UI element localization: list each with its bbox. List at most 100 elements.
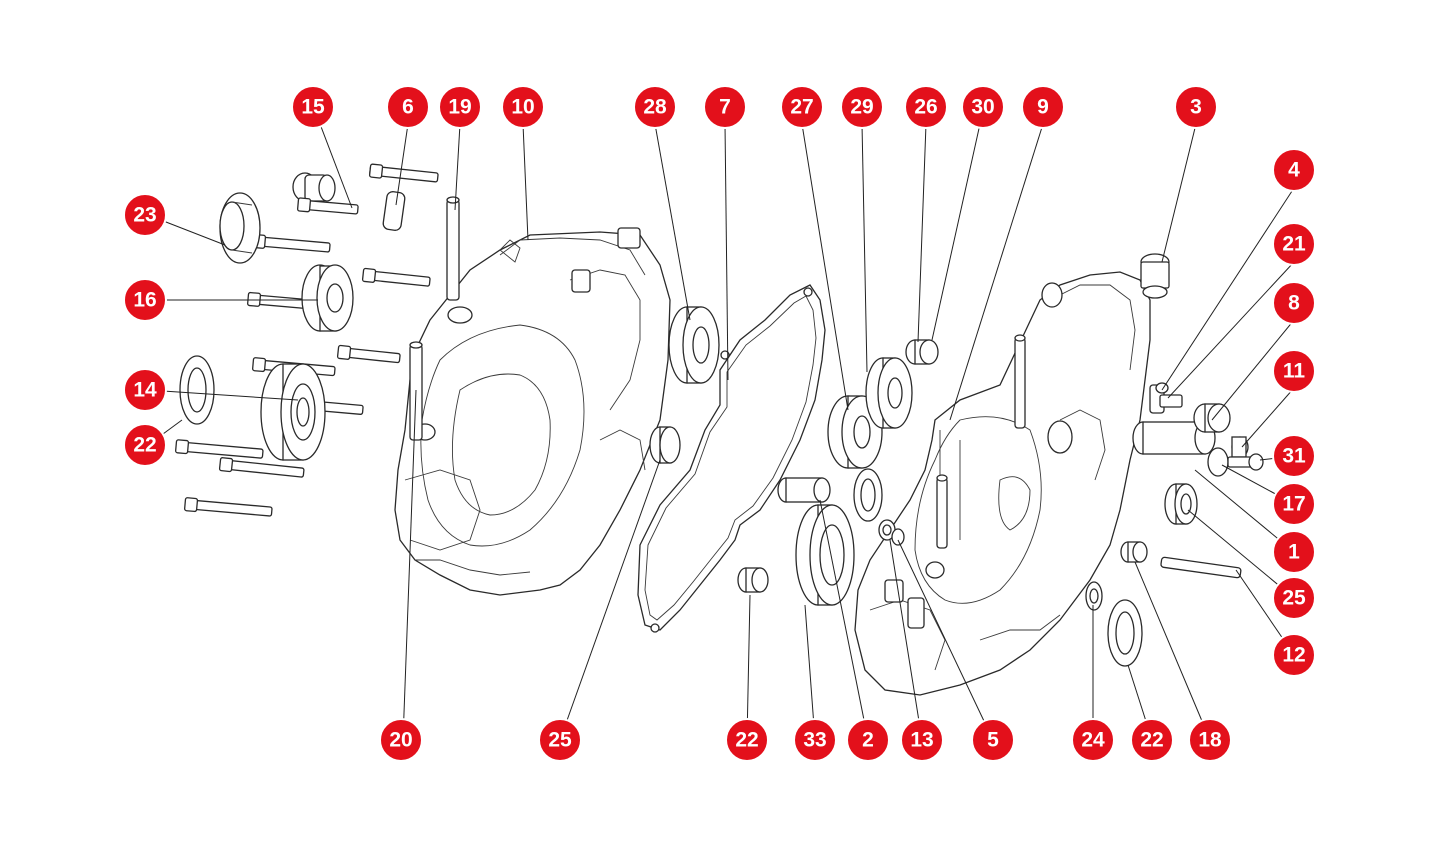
right-studs bbox=[936, 334, 1026, 549]
bearing-24 bbox=[1085, 581, 1103, 611]
callout-29: 29 bbox=[840, 85, 884, 129]
callout-3: 3 bbox=[1174, 85, 1218, 129]
svg-text:33: 33 bbox=[803, 729, 826, 752]
bearing-28 bbox=[668, 306, 720, 384]
svg-text:2: 2 bbox=[862, 729, 874, 752]
left-bolts bbox=[175, 163, 439, 517]
clip-13 bbox=[878, 519, 896, 541]
bushing-25-middle bbox=[649, 426, 681, 464]
callout-18: 18 bbox=[1188, 718, 1232, 762]
callout-10: 10 bbox=[501, 85, 545, 129]
callout-33: 33 bbox=[793, 718, 837, 762]
svg-text:23: 23 bbox=[133, 204, 156, 227]
svg-text:4: 4 bbox=[1288, 159, 1300, 182]
callout-19: 19 bbox=[438, 85, 482, 129]
svg-text:6: 6 bbox=[402, 96, 414, 119]
rod-12 bbox=[1160, 556, 1242, 579]
callout-23: 23 bbox=[123, 193, 167, 237]
svg-text:24: 24 bbox=[1081, 729, 1105, 752]
callout-24: 24 bbox=[1071, 718, 1115, 762]
callout-22-right: 22 bbox=[1130, 718, 1174, 762]
callout-22-left: 22 bbox=[123, 423, 167, 467]
svg-text:27: 27 bbox=[790, 96, 813, 119]
callout-15: 15 bbox=[291, 85, 335, 129]
callout-4: 4 bbox=[1272, 148, 1316, 192]
part-8 bbox=[1193, 403, 1231, 433]
svg-text:26: 26 bbox=[914, 96, 937, 119]
callout-8: 8 bbox=[1272, 281, 1316, 325]
callout-31: 31 bbox=[1272, 434, 1316, 478]
svg-text:18: 18 bbox=[1198, 729, 1222, 752]
seal-23 bbox=[219, 192, 261, 264]
svg-text:15: 15 bbox=[301, 96, 325, 119]
svg-text:5: 5 bbox=[987, 729, 999, 752]
seal-mid bbox=[853, 468, 883, 522]
svg-text:12: 12 bbox=[1282, 644, 1305, 667]
bearing-29 bbox=[865, 357, 913, 429]
svg-text:14: 14 bbox=[133, 379, 157, 402]
callout-14: 14 bbox=[123, 368, 167, 412]
svg-text:13: 13 bbox=[910, 729, 933, 752]
svg-text:7: 7 bbox=[719, 96, 731, 119]
svg-text:9: 9 bbox=[1037, 96, 1049, 119]
callout-30: 30 bbox=[961, 85, 1005, 129]
right-crankcase-half bbox=[854, 271, 1151, 696]
callout-20: 20 bbox=[379, 718, 423, 762]
bolt-31 bbox=[1227, 453, 1264, 471]
seal-22-left bbox=[179, 355, 215, 425]
bushing-26 bbox=[905, 339, 939, 365]
svg-text:25: 25 bbox=[1282, 587, 1306, 610]
callout-25-right: 25 bbox=[1272, 576, 1316, 620]
svg-text:29: 29 bbox=[850, 96, 873, 119]
callout-16: 16 bbox=[123, 278, 167, 322]
sensor-4-21 bbox=[1149, 382, 1183, 414]
dowel-15 bbox=[292, 172, 359, 215]
callout-11: 11 bbox=[1272, 349, 1316, 393]
callout-5: 5 bbox=[971, 718, 1015, 762]
part-11 bbox=[1231, 436, 1249, 458]
svg-text:11: 11 bbox=[1283, 360, 1306, 383]
svg-text:10: 10 bbox=[511, 96, 534, 119]
bearing-14 bbox=[260, 363, 326, 461]
svg-text:20: 20 bbox=[389, 729, 412, 752]
svg-text:22: 22 bbox=[735, 729, 758, 752]
shaft-1 bbox=[1132, 421, 1216, 455]
callout-7: 7 bbox=[703, 85, 747, 129]
svg-text:17: 17 bbox=[1282, 493, 1305, 516]
callout-27: 27 bbox=[780, 85, 824, 129]
washer-5 bbox=[891, 528, 905, 546]
callout-22-bottom: 22 bbox=[725, 718, 769, 762]
part-17 bbox=[1207, 447, 1229, 477]
plug-3 bbox=[1140, 253, 1170, 299]
svg-text:21: 21 bbox=[1282, 233, 1306, 256]
pin-6 bbox=[382, 191, 406, 231]
bearing-33 bbox=[795, 504, 855, 606]
callout-17: 17 bbox=[1272, 482, 1316, 526]
callout-26: 26 bbox=[904, 85, 948, 129]
svg-text:28: 28 bbox=[643, 96, 667, 119]
bushing-22-bottom bbox=[737, 567, 769, 593]
dowel-2 bbox=[777, 477, 831, 503]
svg-text:16: 16 bbox=[133, 289, 156, 312]
callout-28: 28 bbox=[633, 85, 677, 129]
svg-text:22: 22 bbox=[133, 434, 156, 457]
svg-text:19: 19 bbox=[448, 96, 471, 119]
bearing-25-right bbox=[1164, 483, 1198, 525]
gasket-7 bbox=[637, 284, 826, 633]
callout-13: 13 bbox=[900, 718, 944, 762]
callout-12: 12 bbox=[1272, 633, 1316, 677]
callout-25-bottom: 25 bbox=[538, 718, 582, 762]
callout-21: 21 bbox=[1272, 222, 1316, 266]
seal-22-right bbox=[1107, 599, 1143, 667]
bushing-18 bbox=[1120, 541, 1148, 563]
svg-text:3: 3 bbox=[1190, 96, 1202, 119]
left-crankcase-half bbox=[394, 227, 671, 596]
callout-2: 2 bbox=[846, 718, 890, 762]
callout-9: 9 bbox=[1021, 85, 1065, 129]
svg-text:25: 25 bbox=[548, 729, 572, 752]
svg-text:22: 22 bbox=[1140, 729, 1163, 752]
bearing-16 bbox=[301, 264, 354, 332]
svg-text:1: 1 bbox=[1288, 541, 1300, 564]
svg-text:8: 8 bbox=[1288, 292, 1300, 315]
